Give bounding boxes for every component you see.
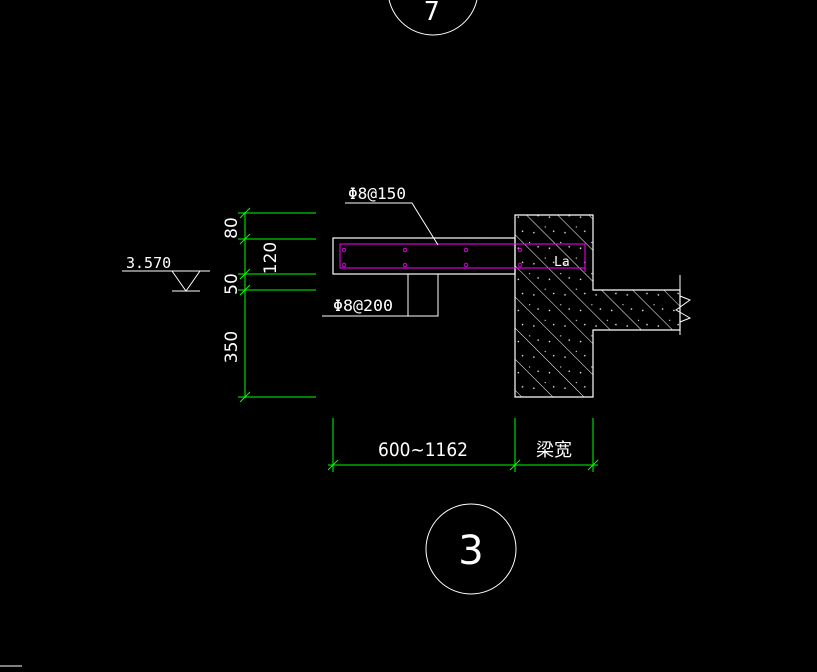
- dim-350: 350: [222, 331, 242, 363]
- slab-drip: [407, 274, 439, 317]
- vertical-dimension-labels: 80 120 50 350: [222, 217, 281, 363]
- dim-120: 120: [261, 242, 281, 274]
- dim-50: 50: [222, 273, 242, 295]
- elevation-marker: 3.570: [122, 254, 210, 292]
- top-rebar-label: Φ8@150: [348, 184, 406, 203]
- bottom-rebar-label: Φ8@200: [333, 296, 393, 315]
- top-callout-circle: [388, 0, 478, 36]
- elevation-label: 3.570: [126, 254, 171, 272]
- vertical-dimension-chain: [238, 207, 316, 403]
- cantilever-slab: La: [332, 237, 586, 317]
- top-callout-number: 7: [424, 0, 440, 27]
- break-line: [675, 275, 692, 335]
- top-rebar-callout: Φ8@150: [345, 184, 439, 246]
- horizontal-dimension-chain: [327, 418, 599, 472]
- concrete-beam: [514, 214, 692, 398]
- anchorage-label: La: [554, 255, 570, 270]
- detail-circle: [425, 503, 517, 595]
- horizontal-dimension-labels: 600~1162 梁宽: [378, 439, 572, 461]
- detail-number: 3: [458, 528, 483, 574]
- slab-width-label: 600~1162: [378, 439, 468, 461]
- top-callout: 7: [388, 0, 478, 36]
- bottom-rebar-callout: Φ8@200: [322, 296, 408, 317]
- rebar-dots: [341, 247, 523, 268]
- beam-outline: [514, 214, 681, 398]
- dim-80: 80: [222, 217, 242, 239]
- detail-callout: 3: [425, 503, 517, 595]
- slab-outline: [332, 237, 516, 275]
- beam-width-label: 梁宽: [536, 440, 572, 461]
